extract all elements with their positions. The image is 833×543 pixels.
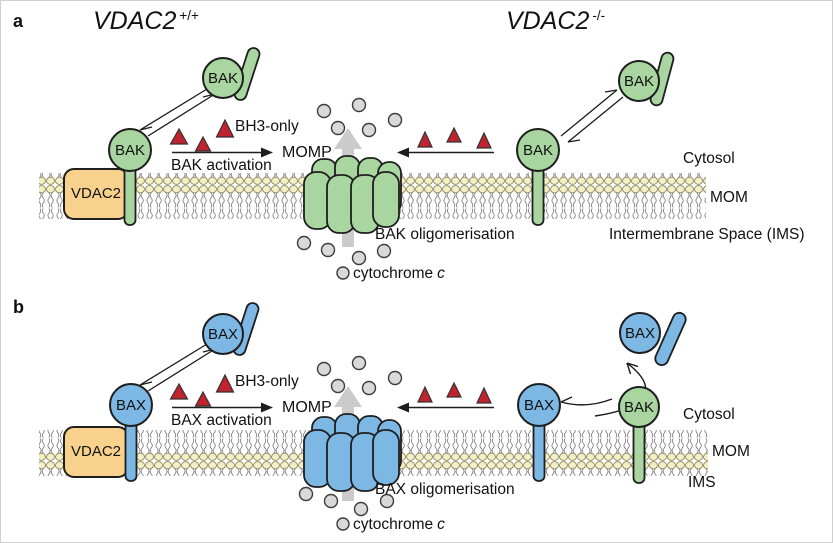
momp-label-b: MOMP — [282, 399, 332, 416]
vdac2-label-a: VDAC2 — [70, 185, 122, 202]
bax-oligomer-pore-b — [303, 413, 402, 492]
bax-anchored-left-b: BAX — [109, 383, 153, 427]
bax-activation-arrow-b — [172, 402, 273, 413]
bak-transmembrane-stem-b — [632, 420, 646, 484]
cytochrome-c-letter-a: c — [437, 265, 445, 282]
momp-label-a: MOMP — [282, 144, 332, 161]
bak-anchored-right-b: BAK — [618, 386, 660, 428]
genotype-title-ko: VDAC2-/- — [506, 7, 605, 36]
mom-label-b: MOM — [712, 443, 750, 460]
cytochrome-c-legend-dot-b — [336, 517, 350, 531]
oligomerisation-label-a: BAK oligomerisation — [375, 226, 515, 243]
bax-transmembrane-stems-b — [124, 415, 546, 482]
ims-label-a: Intermembrane Space (IMS) — [609, 226, 805, 243]
bax-activation-label-b: BAX activation — [171, 412, 272, 429]
cytochrome-c-molecules-a — [296, 97, 403, 280]
cytosol-label-a: Cytosol — [683, 150, 735, 167]
cytochrome-c-letter-b: c — [437, 516, 445, 533]
mom-label-a: MOM — [710, 189, 748, 206]
cytosol-label-b: Cytosol — [683, 406, 735, 423]
panel-label-b: b — [13, 297, 24, 317]
bak-free-left-a: BAK — [202, 57, 244, 99]
bax-free-left-b: BAX — [202, 313, 244, 355]
cytochrome-word-b: cytochrome — [353, 516, 434, 533]
bh3-arrow-right-a — [397, 147, 494, 158]
equilibrium-arrow-a-right — [560, 89, 624, 143]
cytochrome-word-a: cytochrome — [353, 265, 434, 282]
bak-transmembrane-stems-a — [123, 160, 545, 226]
panel-label-a: a — [13, 11, 24, 31]
bax-free-right-b: BAX — [619, 312, 661, 354]
bak-oligomer-pore-a — [303, 155, 402, 234]
gene-name-ko: VDAC2 — [506, 7, 590, 35]
bak-activation-arrow-a — [172, 147, 273, 158]
bh3-only-triangles-a — [169, 118, 492, 152]
gene-name-wt: VDAC2 — [93, 7, 177, 35]
bak-free-right-a: BAK — [618, 60, 660, 102]
vdac2-label-b: VDAC2 — [70, 443, 122, 460]
bak-anchored-right-a: BAK — [516, 128, 560, 172]
oligomerisation-label-b: BAX oligomerisation — [375, 481, 515, 498]
genotype-title-wt: VDAC2+/+ — [93, 7, 199, 36]
cytochrome-c-molecules-b — [298, 355, 403, 531]
allele-wt: +/+ — [179, 7, 199, 23]
bak-activation-label-a: BAK activation — [171, 157, 272, 174]
bh3-only-triangles-b — [169, 373, 492, 407]
cytochrome-c-legend-dot-a — [336, 266, 350, 280]
equilibrium-arrow-a-left — [139, 88, 216, 137]
allele-ko: -/- — [592, 7, 606, 23]
bh3-only-label-b: BH3-only — [235, 373, 299, 390]
bak-anchored-left-a: BAK — [108, 128, 152, 172]
bh3-only-label-a: BH3-only — [235, 118, 299, 135]
bax-anchored-right-b: BAX — [517, 383, 561, 427]
bax-free-tails-b — [232, 302, 687, 367]
bh3-arrow-right-b — [397, 402, 494, 413]
equilibrium-arrow-b-left — [139, 343, 216, 392]
ims-label-b: IMS — [688, 474, 716, 491]
